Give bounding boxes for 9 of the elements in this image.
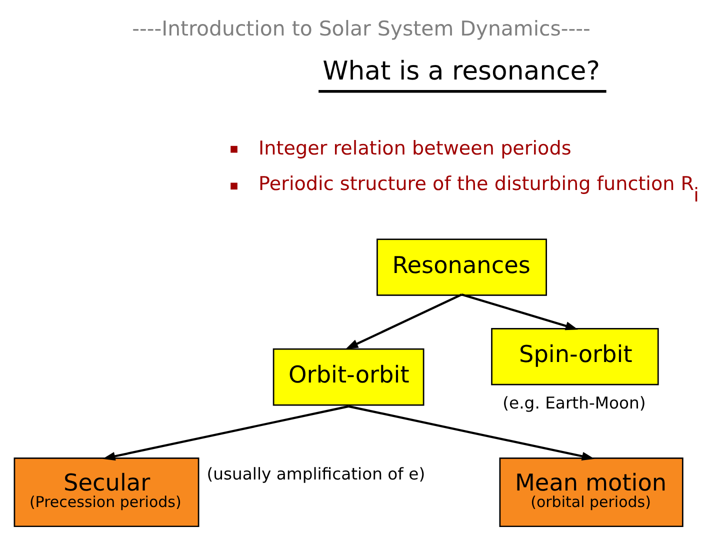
- node-label: (e.g. Earth-Moon): [502, 394, 646, 413]
- node-label: (usually amplification of e): [206, 464, 425, 484]
- arrow: [460, 294, 578, 330]
- label: What is a resonance?: [322, 56, 600, 86]
- arrow: [348, 405, 594, 461]
- arrow: [345, 294, 462, 350]
- diagram-title: ----Introduction to Solar System Dynamics----: [132, 16, 590, 40]
- arrow: [102, 405, 348, 461]
- label: Integer relation between periods: [258, 136, 571, 160]
